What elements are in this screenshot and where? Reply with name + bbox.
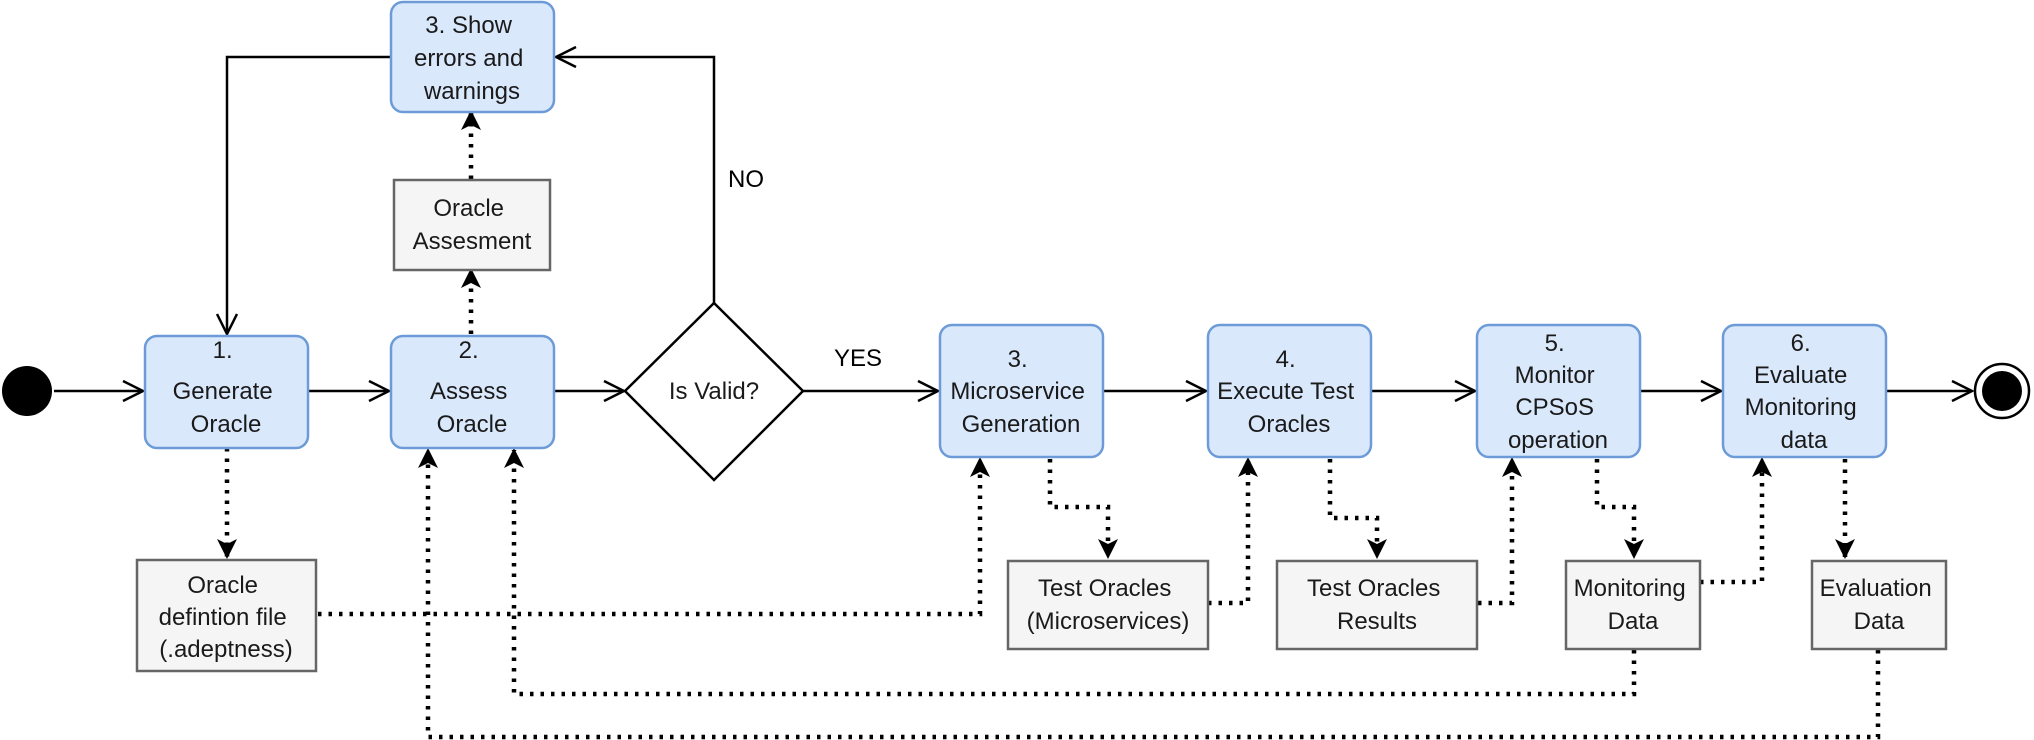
- activity-evaluate-monitoring: 6. Evaluate Monitoring data: [1721, 323, 1888, 459]
- oflow-definition-to-microservice: [318, 457, 990, 617]
- artifact-test-oracles-results-label: Test Oracles Results: [1307, 575, 1447, 635]
- artifact-evaluation-data: Evaluation Data: [1810, 559, 1948, 651]
- activity-monitor-cpsos: 5. Monitor CPSoS operation: [1475, 323, 1642, 459]
- oflow-evaluation-data-to-assess: [418, 448, 1881, 740]
- activity-assess-oracle: 2. Assess Oracle: [389, 334, 556, 450]
- artifact-test-oracles-results: Test Oracles Results: [1275, 559, 1479, 651]
- activity-microservice-generation-label: 3. Microservice Generation: [950, 346, 1091, 438]
- activity-execute-test-oracles-label: 4. Execute Test Oracles: [1217, 346, 1361, 438]
- oflow-monitoring-data-to-assess: [504, 448, 1637, 697]
- activity-execute-test-oracles: 4. Execute Test Oracles: [1206, 323, 1373, 459]
- end-node: [1973, 362, 2031, 420]
- activity-generate-oracle: 1. Generate Oracle: [143, 334, 310, 450]
- artifact-monitoring-data-label: Monitoring Data: [1574, 575, 1693, 635]
- oflow-monitor-to-monitoring-data: [1594, 459, 1644, 559]
- activity-microservice-generation: 3. Microservice Generation: [938, 323, 1105, 459]
- activity-assess-oracle-label: 2. Assess Oracle: [430, 337, 514, 438]
- oflow-monitoring-data-to-evaluate: [1700, 457, 1772, 585]
- artifact-oracle-assessment: Oracle Assesment: [392, 178, 552, 272]
- no-label: NO: [728, 166, 764, 193]
- control-flows: [54, 57, 1972, 391]
- artifact-test-oracles-microservices: Test Oracles (Microservices): [1006, 559, 1210, 651]
- activity-generate-oracle-label: 1. Generate Oracle: [173, 337, 280, 438]
- oflow-microservice-to-test-oracles: [1047, 459, 1118, 559]
- artifact-definition-file: Oracle defintion file (.adeptness): [135, 558, 318, 673]
- decision-label: Is Valid?: [669, 378, 759, 405]
- activity-evaluate-monitoring-label: 6. Evaluate Monitoring data: [1745, 330, 1864, 454]
- start-node: [2, 366, 52, 416]
- artifact-definition-file-label: Oracle defintion file (.adeptness): [159, 572, 294, 663]
- artifact-test-oracles-microservices-label: Test Oracles (Microservices): [1027, 575, 1190, 635]
- decision-is-valid: Is Valid?: [623, 301, 805, 482]
- object-flows: [217, 110, 1881, 740]
- oflow-results-to-monitor: [1478, 457, 1522, 606]
- oflow-test-oracles-to-execute: [1208, 457, 1258, 606]
- oflow-execute-to-results: [1327, 459, 1387, 559]
- artifact-monitoring-data: Monitoring Data: [1564, 559, 1702, 651]
- flow-no-to-show-errors: [556, 57, 716, 303]
- artifact-oracle-assessment-label: Oracle Assesment: [413, 195, 532, 255]
- flow-show-errors-to-generate: [227, 55, 390, 334]
- activity-show-errors: 3. Show errors and warnings: [389, 0, 556, 114]
- activity-show-errors-label: 3. Show errors and warnings: [414, 12, 530, 105]
- yes-label: YES: [834, 345, 882, 372]
- activity-monitor-cpsos-label: 5. Monitor CPSoS operation: [1508, 330, 1608, 454]
- artifact-evaluation-data-label: Evaluation Data: [1820, 575, 1939, 635]
